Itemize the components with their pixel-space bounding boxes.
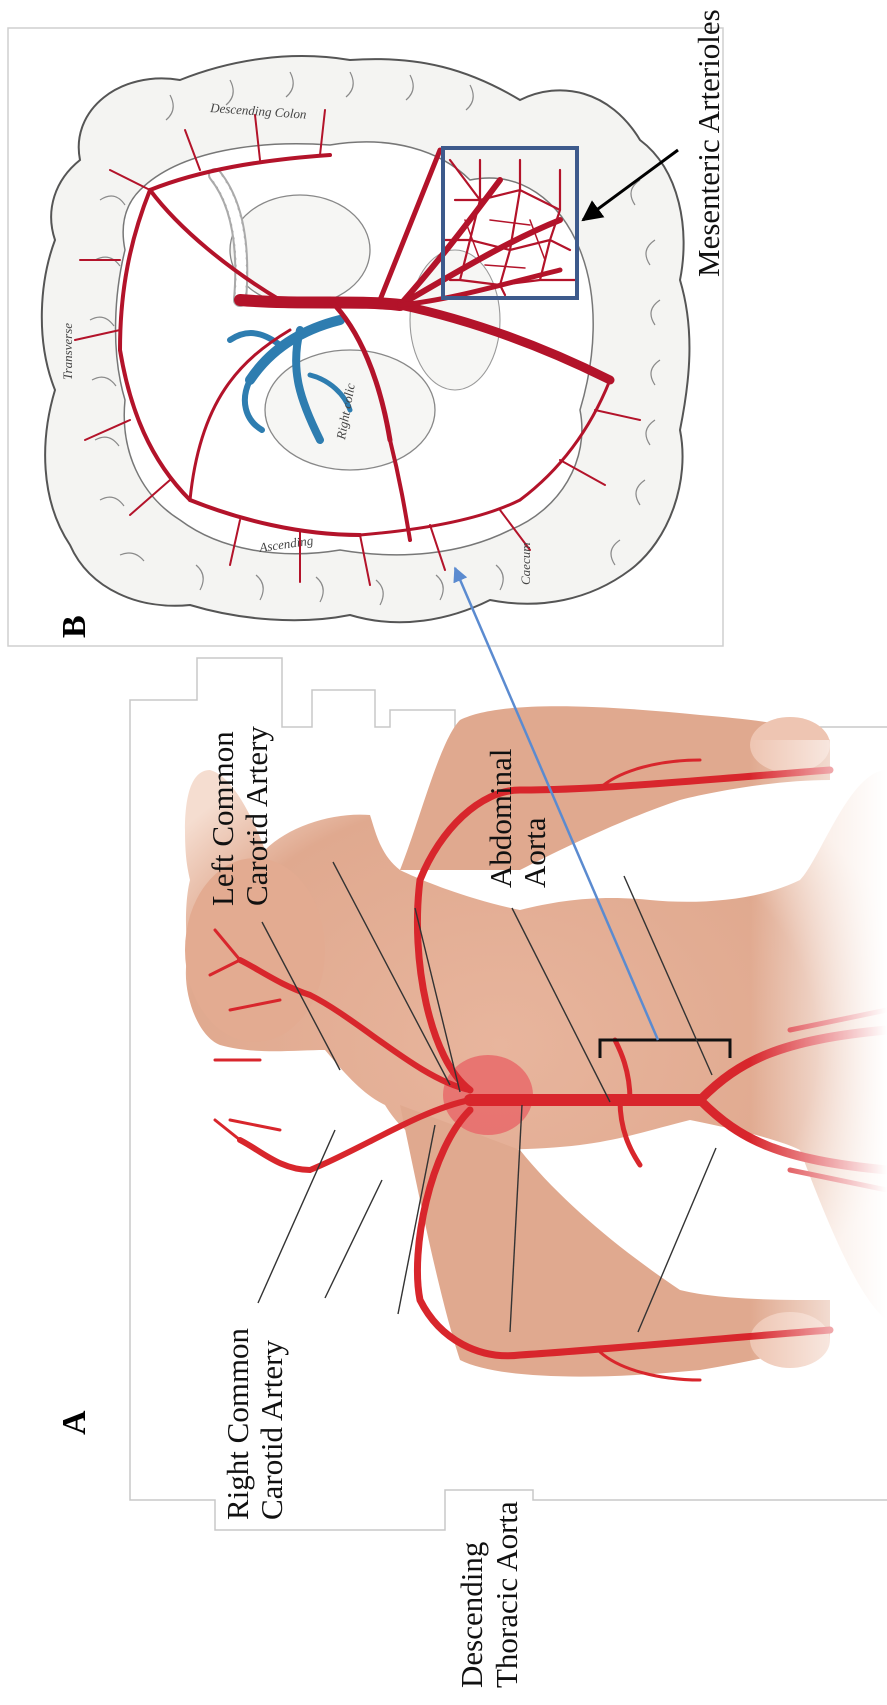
right-carotid-line-1: Right Common (220, 1327, 255, 1520)
left-carotid-line-2: Carotid Artery (239, 726, 274, 906)
label-left-common-carotid: Left Common Carotid Artery (205, 726, 274, 906)
fade-overlay (750, 740, 887, 1420)
label-descending-thoracic-aorta: Descending Thoracic Aorta (454, 1501, 524, 1688)
left-carotid-line-1: Left Common (205, 731, 240, 906)
right-carotid-line-2: Carotid Artery (254, 1340, 289, 1520)
abdominal-line-2: Aorta (517, 817, 552, 888)
panel-a-label: A (56, 1410, 93, 1435)
panel-b-illustration: Descending Colon Transverse Ascending Ca… (8, 28, 723, 646)
thoracic-line-1: Descending (454, 1542, 489, 1688)
thoracic-line-2: Thoracic Aorta (489, 1501, 524, 1688)
colon-outline (42, 56, 690, 622)
abdominal-line-1: Abdominal (483, 749, 518, 889)
panel-b-label: B (56, 615, 93, 638)
label-right-common-carotid: Right Common Carotid Artery (220, 1327, 289, 1520)
caecum-label: Caecum (518, 542, 533, 585)
mesenteric-arterioles-label: Mesenteric Arterioles (691, 9, 726, 277)
transverse-label: Transverse (60, 323, 75, 380)
